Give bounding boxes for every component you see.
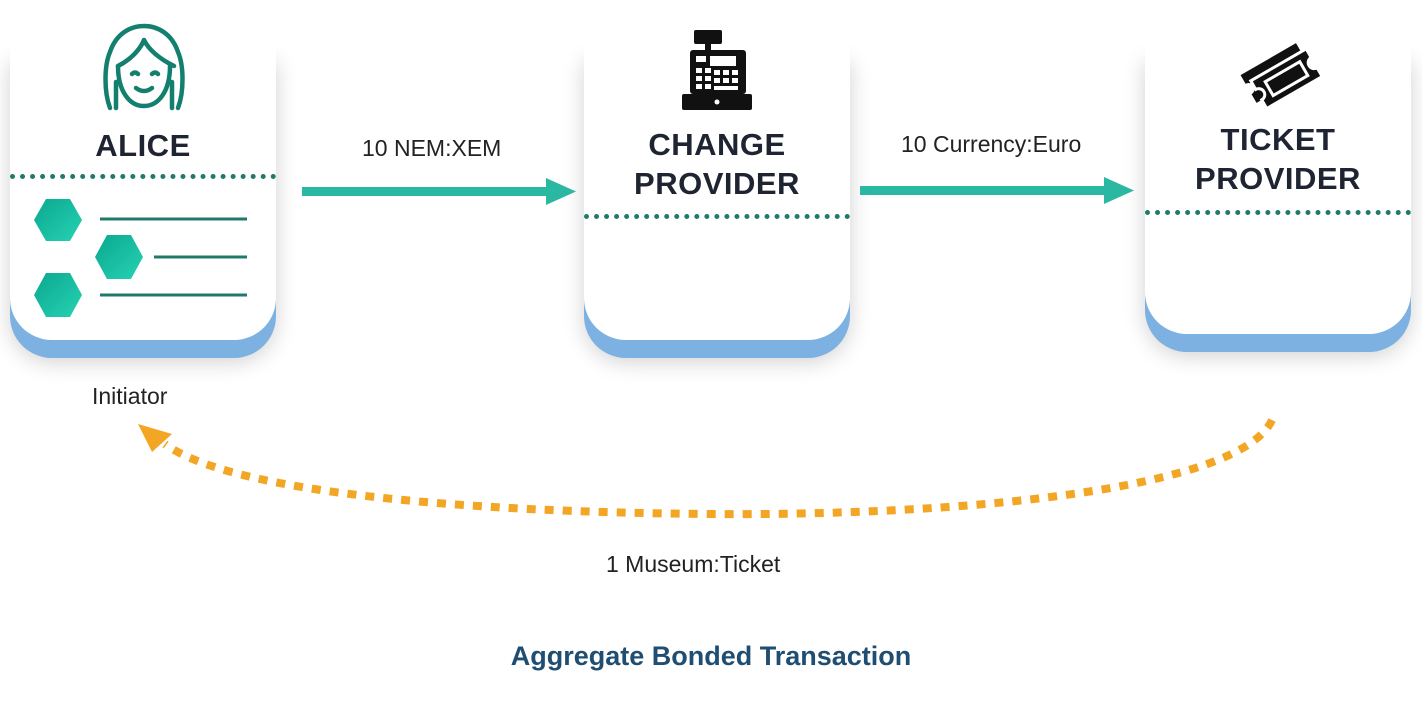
change-provider-title-line1: CHANGE	[648, 127, 786, 162]
ticket-provider-card: TICKET PROVIDER	[1145, 40, 1411, 334]
diagram-caption: Aggregate Bonded Transaction	[510, 641, 912, 671]
tickets-icon	[1240, 43, 1322, 111]
arrow-change-to-ticket	[860, 177, 1134, 204]
arrow-ticket-to-alice	[138, 418, 1276, 519]
change-provider-divider	[584, 214, 850, 219]
ticket-provider-title-line1: TICKET	[1220, 122, 1336, 157]
woman-face-icon	[103, 23, 185, 111]
change-provider-card: CHANGE PROVIDER	[584, 40, 850, 340]
arrow-alice-to-change	[302, 178, 576, 205]
alice-title: ALICE	[95, 128, 191, 163]
edge-label-change-to-ticket: 10 Currency:Euro	[901, 131, 1082, 157]
hexagon-icon	[34, 199, 82, 241]
hexagon-icon	[95, 235, 143, 279]
initiator-label: Initiator	[92, 383, 168, 409]
edge-label-ticket-to-alice: 1 Museum:Ticket	[606, 551, 781, 577]
account-list	[34, 199, 247, 317]
ticket-provider-divider	[1145, 210, 1411, 215]
alice-divider	[10, 174, 276, 179]
ticket-provider-title-line2: PROVIDER	[1195, 161, 1361, 196]
edge-label-alice-to-change: 10 NEM:XEM	[362, 135, 502, 161]
cash-register-icon	[682, 30, 752, 110]
hexagon-icon	[34, 273, 82, 317]
change-provider-title-line2: PROVIDER	[634, 166, 800, 201]
